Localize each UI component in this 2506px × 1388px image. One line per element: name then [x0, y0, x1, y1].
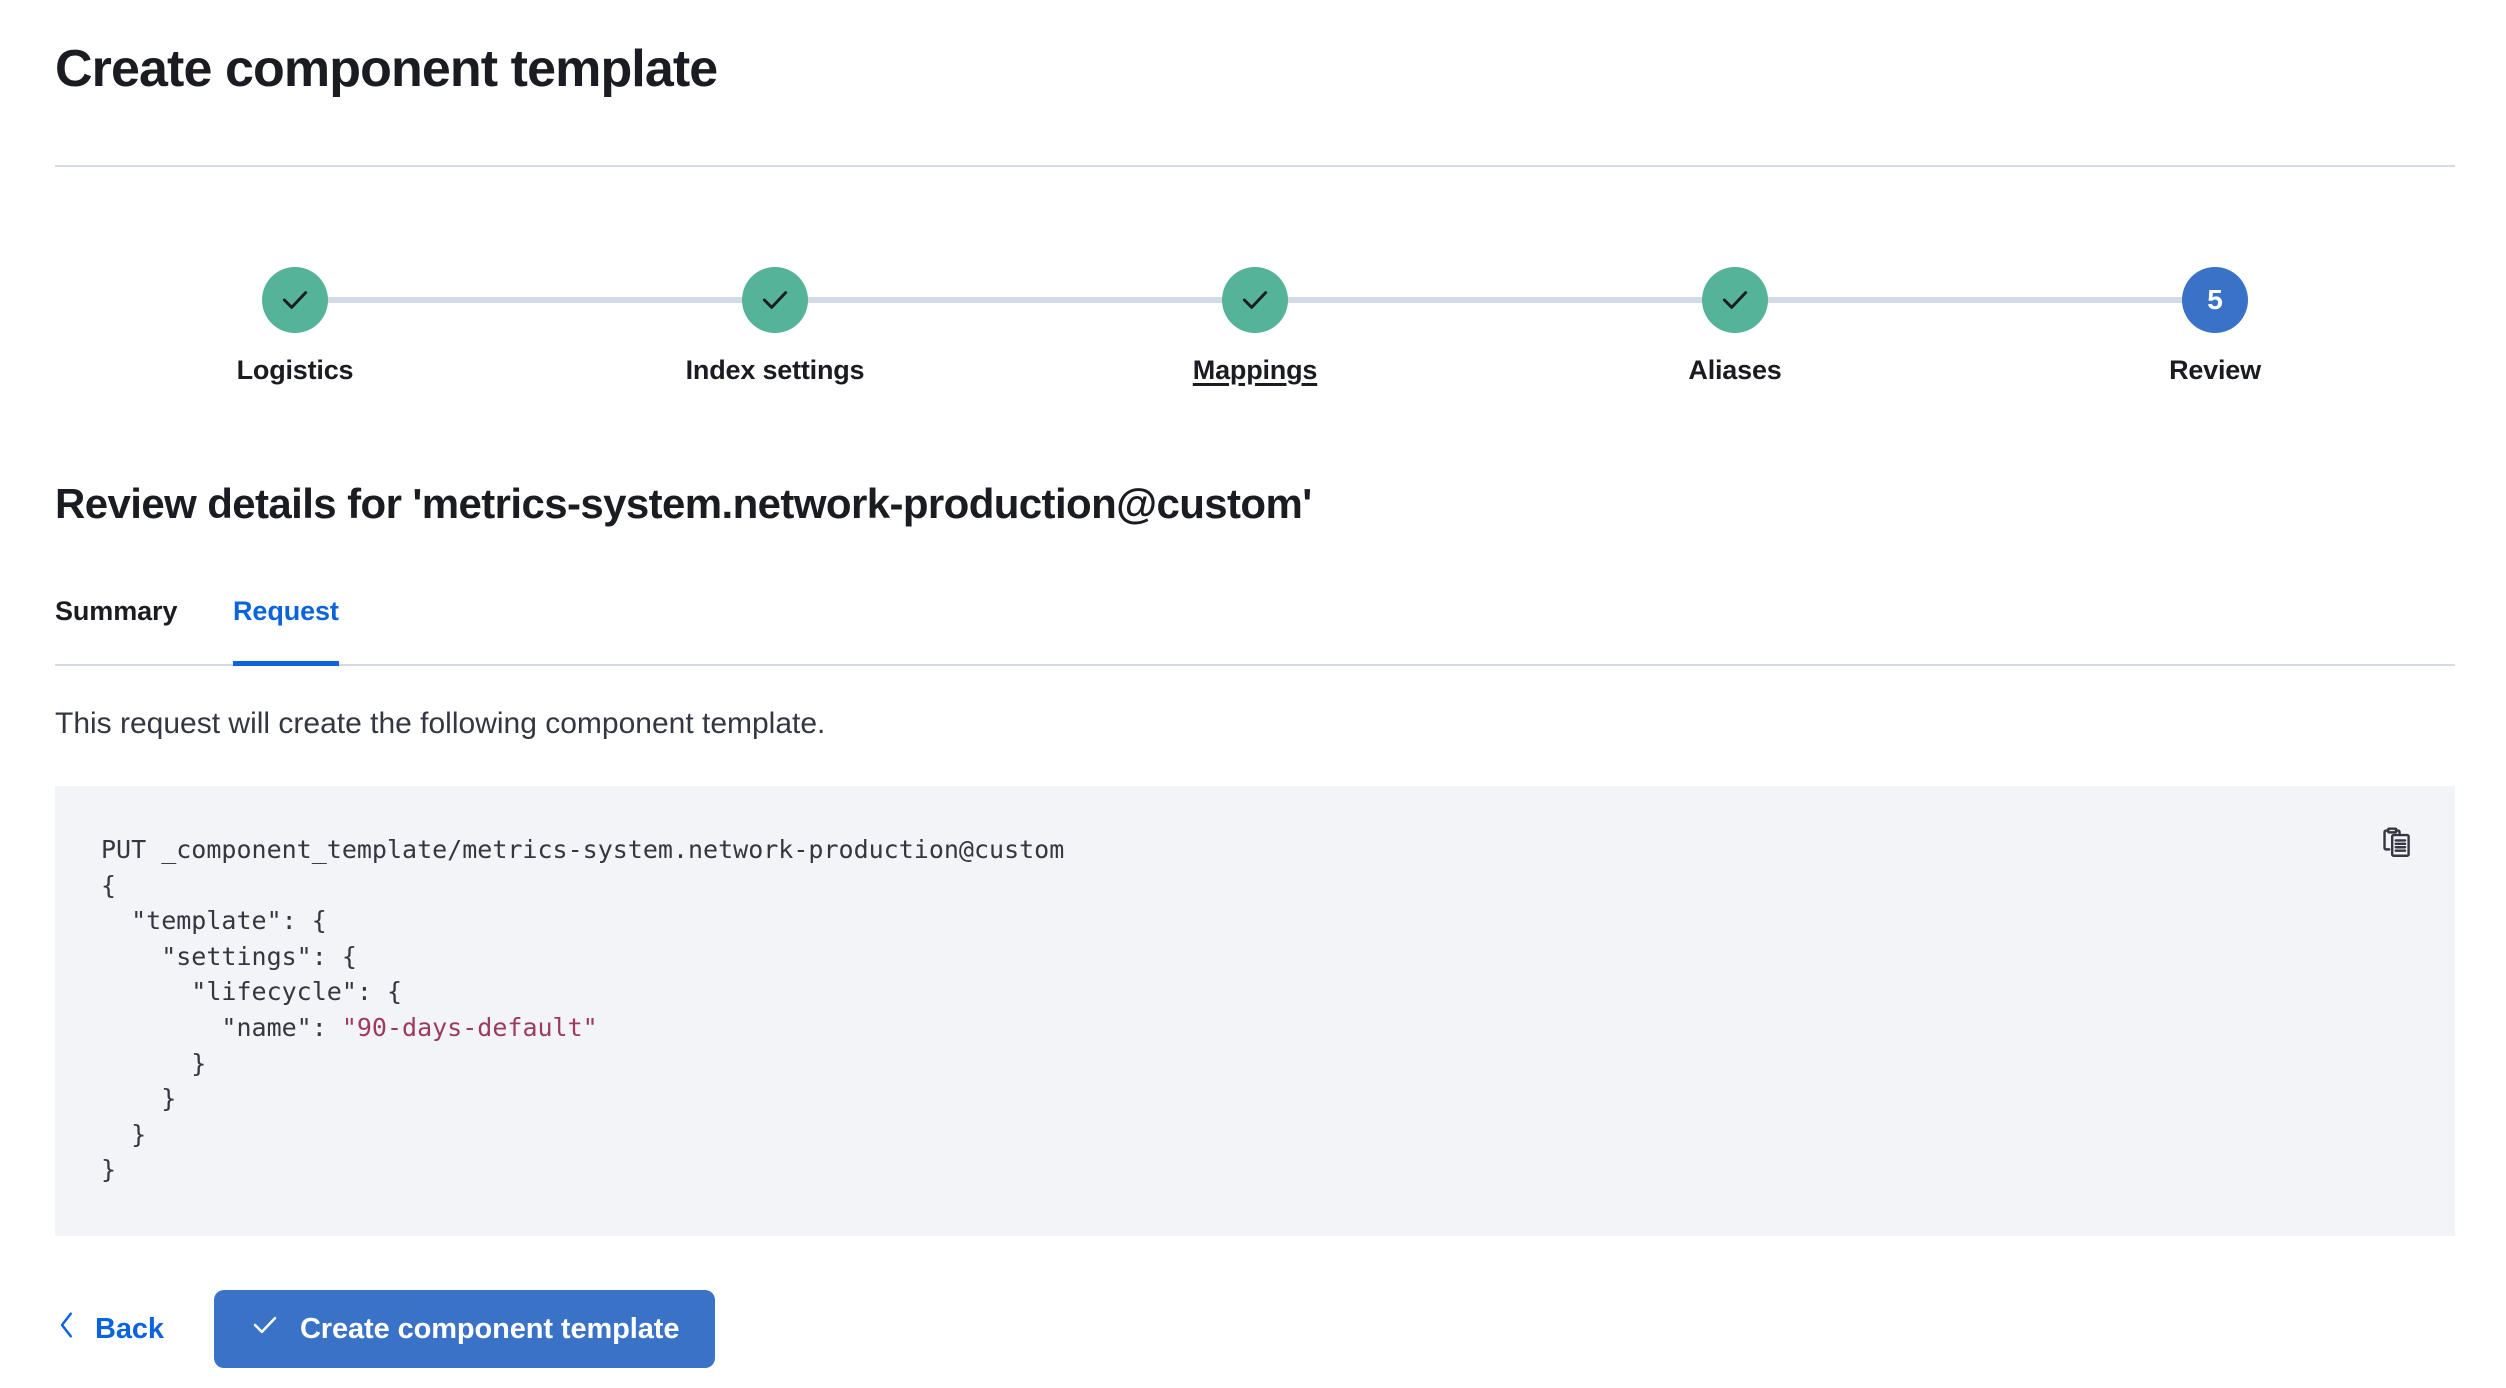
stepper-step-label: Review: [2169, 355, 2261, 385]
wizard-footer-actions: Back Create component template: [55, 1290, 716, 1368]
review-heading: Review details for 'metrics-system.netwo…: [55, 480, 1312, 527]
copy-clipboard-icon: [2380, 826, 2414, 863]
step-status-circle: 5: [2182, 267, 2248, 333]
wizard-stepper: Logistics Index settings Mappings: [55, 253, 2455, 393]
back-button-label: Back: [95, 1312, 164, 1345]
tab-active-underline: [233, 661, 339, 666]
step-status-circle: [262, 267, 328, 333]
stepper-step-index-settings[interactable]: Index settings: [625, 253, 925, 386]
stepper-step-logistics[interactable]: Logistics: [145, 253, 445, 386]
stepper-step-label: Index settings: [685, 355, 865, 385]
title-divider: [55, 165, 2455, 167]
request-code-text: PUT _component_template/metrics-system.n…: [101, 832, 1064, 1188]
code-line: "settings": {: [101, 941, 357, 971]
code-line: "template": {: [101, 906, 327, 936]
request-body: { "template": { "settings": { "lifecycle…: [101, 871, 598, 1185]
check-icon: [1719, 284, 1751, 316]
code-line-name-key: "name": "90-days-default": [101, 1012, 598, 1042]
stepper-step-mappings[interactable]: Mappings: [1105, 253, 1405, 386]
step-status-circle: [742, 267, 808, 333]
check-icon: [250, 1310, 280, 1348]
tab-summary[interactable]: Summary: [55, 594, 177, 666]
code-line: {: [101, 870, 117, 900]
stepper-step-label: Aliases: [1688, 355, 1782, 385]
copy-to-clipboard-button[interactable]: [2375, 822, 2419, 866]
tabs-divider: [55, 664, 2455, 666]
create-component-template-button[interactable]: Create component template: [213, 1290, 716, 1368]
request-line: PUT _component_template/metrics-system.n…: [101, 835, 1065, 864]
stepper-step-review[interactable]: 5 Review: [2065, 253, 2365, 386]
back-button[interactable]: Back: [55, 1310, 164, 1348]
step-status-circle: [1702, 267, 1768, 333]
code-line: }: [101, 1155, 117, 1185]
tab-label: Request: [233, 596, 339, 626]
code-line: "lifecycle": {: [101, 977, 403, 1007]
stepper-step-label: Mappings: [1192, 355, 1318, 385]
code-string-value: "90-days-default": [341, 1012, 598, 1042]
review-tabs: Summary Request: [55, 594, 2455, 666]
check-icon: [759, 284, 791, 316]
code-line: }: [101, 1084, 177, 1114]
step-status-circle: [1222, 267, 1288, 333]
check-icon: [1239, 284, 1271, 316]
chevron-left-icon: [55, 1310, 79, 1348]
tab-request[interactable]: Request: [233, 594, 339, 666]
page-title: Create component template: [55, 40, 718, 98]
stepper-step-aliases[interactable]: Aliases: [1585, 253, 1885, 386]
stepper-step-label: Logistics: [236, 355, 354, 385]
request-description: This request will create the following c…: [55, 707, 826, 740]
code-line: }: [101, 1119, 147, 1149]
tab-label: Summary: [55, 596, 178, 626]
check-icon: [279, 284, 311, 316]
code-line: }: [101, 1048, 207, 1078]
create-component-template-label: Create component template: [299, 1312, 680, 1345]
request-code-block: PUT _component_template/metrics-system.n…: [55, 786, 2455, 1236]
step-number: 5: [2207, 284, 2223, 315]
